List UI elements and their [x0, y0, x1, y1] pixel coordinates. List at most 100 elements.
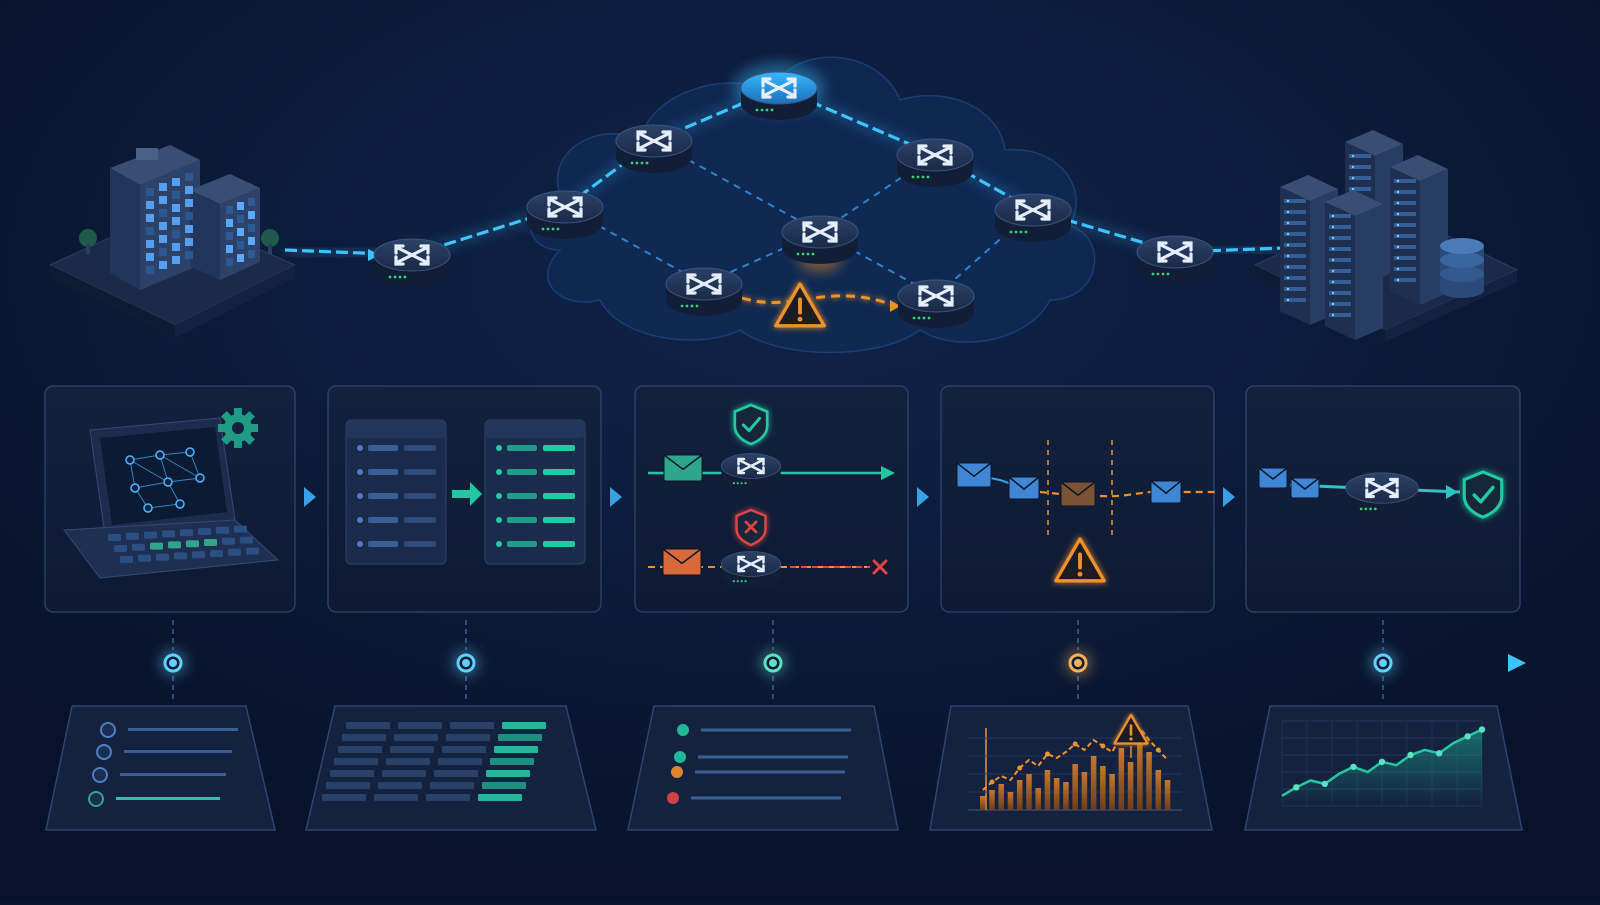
rack-led [1396, 267, 1400, 271]
grid-cell [374, 794, 418, 801]
milestone-core [1074, 659, 1082, 667]
window [185, 199, 193, 207]
window [159, 248, 167, 256]
line-point [1407, 751, 1414, 759]
trend-point [1044, 751, 1050, 757]
window [248, 250, 255, 258]
stage-arrow-icon [304, 487, 316, 507]
bar [1007, 792, 1014, 810]
table-cell [507, 469, 537, 475]
key [246, 547, 259, 555]
router-led [736, 580, 739, 583]
list-bullet [88, 791, 104, 807]
router-led [740, 580, 743, 583]
router-led [744, 580, 747, 583]
router-led [801, 252, 805, 256]
rack-unit [1329, 269, 1351, 273]
window [237, 215, 244, 223]
rack-led [1396, 278, 1400, 282]
window [172, 243, 180, 251]
router-led [388, 275, 392, 279]
router-led [732, 580, 735, 583]
grid-cell [446, 734, 490, 741]
router-led [1161, 272, 1165, 276]
table-bullet [496, 517, 502, 523]
table-bullet [496, 493, 502, 499]
envelope-flap [1258, 467, 1288, 480]
rack-unit [1349, 154, 1371, 158]
window [226, 206, 233, 214]
window [226, 258, 233, 266]
window [159, 222, 167, 230]
checklist-line [698, 755, 848, 759]
router-icon [720, 551, 782, 589]
rack-led [1331, 313, 1335, 317]
grid-cell [494, 746, 538, 753]
grid-cell [378, 782, 422, 789]
shield-check-icon [733, 403, 769, 446]
list-bullet [92, 767, 108, 783]
window [185, 173, 193, 181]
router-led [1019, 230, 1023, 234]
window [146, 240, 154, 248]
grid-cell [502, 722, 546, 729]
grid-cell [382, 770, 426, 777]
window [172, 217, 180, 225]
key [132, 543, 145, 551]
router-arrows-icon [636, 130, 672, 152]
router-led [1156, 272, 1160, 276]
grid-cell [482, 782, 526, 789]
grid-cell [386, 758, 430, 765]
laptop-gear-icon [63, 408, 280, 579]
table-cell [543, 469, 575, 475]
router-led [917, 316, 921, 320]
rack-led [1396, 212, 1400, 216]
trend-point [1155, 747, 1161, 753]
table-cell [404, 469, 436, 475]
router-icon [373, 238, 451, 287]
window [172, 178, 180, 186]
window [226, 232, 233, 240]
list-line [116, 797, 220, 800]
rack-led [1331, 302, 1335, 306]
rack-unit [1394, 179, 1416, 183]
window [237, 202, 244, 210]
warning-icon [774, 282, 826, 328]
building-windows [146, 173, 255, 274]
key [114, 545, 127, 552]
window [159, 196, 167, 204]
rack-led [1286, 243, 1290, 247]
topology-node [185, 447, 195, 457]
rack-led [1331, 236, 1335, 240]
window [159, 235, 167, 243]
table-bullet [496, 541, 502, 547]
window [185, 238, 193, 246]
router-led [796, 252, 800, 256]
line-point [1350, 763, 1357, 771]
router-led [927, 316, 931, 320]
timeline [30, 620, 1526, 702]
rack-led [1396, 245, 1400, 249]
grid-cell [338, 746, 382, 753]
rack-unit [1394, 212, 1416, 216]
server-racks [1280, 130, 1448, 340]
sync-arrow-shaft [452, 490, 474, 498]
window [172, 191, 180, 199]
window [185, 186, 193, 194]
router-led [922, 316, 926, 320]
router-led [1364, 507, 1368, 511]
bar [1026, 774, 1032, 810]
server-rack [1390, 155, 1448, 305]
window [159, 183, 167, 191]
rack-led [1351, 154, 1355, 158]
bar [989, 790, 995, 810]
grid-cell [394, 734, 438, 741]
window [185, 225, 193, 233]
line-area [1282, 729, 1482, 806]
report-screen [627, 705, 899, 831]
router-icon [896, 138, 974, 187]
grid-cell [442, 746, 486, 753]
window [172, 204, 180, 212]
envelope-icon [1060, 481, 1096, 507]
rack-unit [1284, 254, 1306, 258]
